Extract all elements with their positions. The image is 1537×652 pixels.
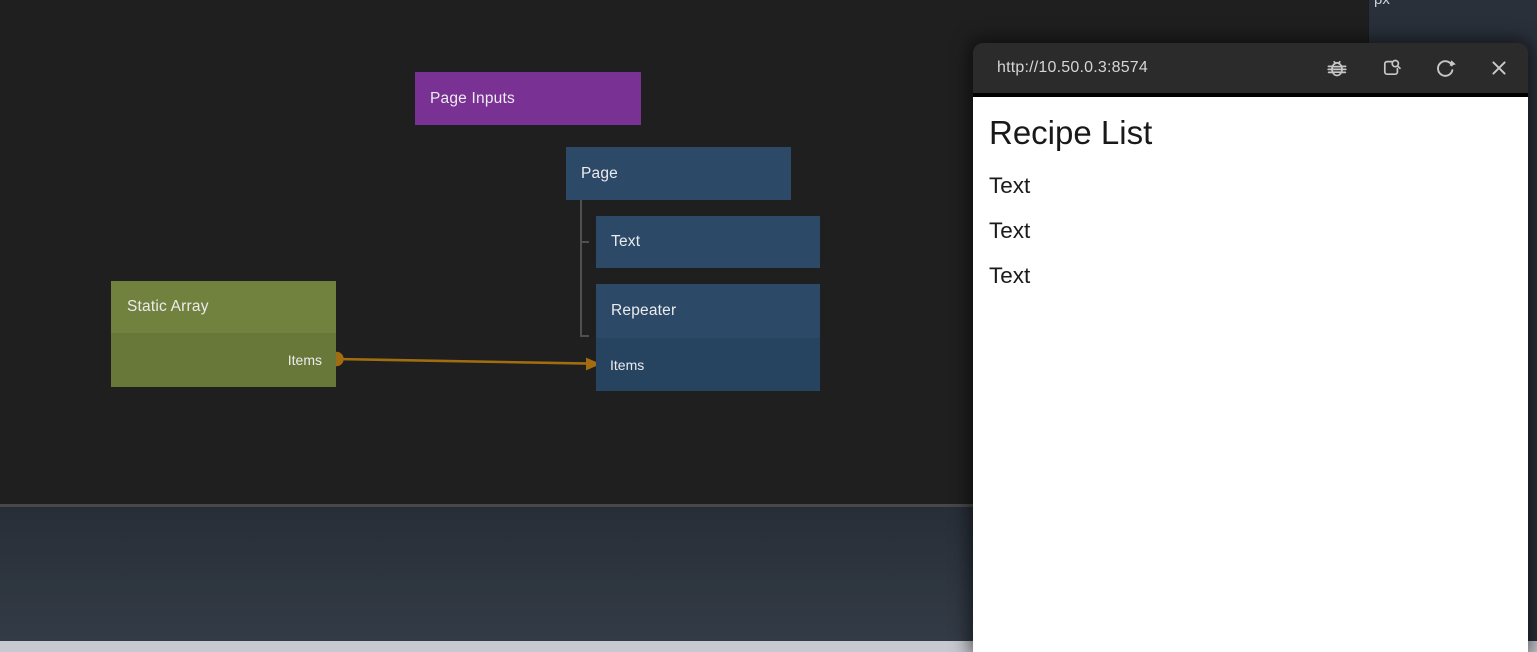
- close-button[interactable]: [1486, 55, 1512, 81]
- hierarchy-connector-line: [580, 200, 582, 337]
- bug-icon: [1327, 60, 1347, 77]
- px-unit-label: px: [1374, 0, 1390, 8]
- close-icon: [1492, 61, 1506, 75]
- preview-text-item: Text: [989, 172, 1031, 198]
- node-static-array[interactable]: Static Array Items: [111, 281, 336, 387]
- hierarchy-connector-tick: [580, 241, 589, 243]
- output-port-items[interactable]: Items: [111, 333, 336, 387]
- bottom-light-strip: [0, 641, 1537, 652]
- refresh-icon: [1437, 60, 1456, 77]
- node-repeater[interactable]: Repeater Items: [596, 284, 820, 391]
- refresh-button[interactable]: [1432, 55, 1458, 81]
- node-title: Repeater: [596, 284, 820, 338]
- node-title: Page: [581, 164, 618, 182]
- node-title: Page Inputs: [430, 89, 515, 107]
- connection-wire[interactable]: [335, 357, 591, 365]
- preview-page-title: Recipe List: [989, 114, 1153, 151]
- preview-toolbar: [1324, 55, 1512, 81]
- preview-text-item: Text: [989, 262, 1031, 288]
- hierarchy-connector-tick: [580, 335, 589, 337]
- open-in-browser-icon: [1383, 59, 1401, 76]
- port-label: Items: [610, 356, 645, 373]
- node-text[interactable]: Text: [596, 216, 820, 268]
- debug-button[interactable]: [1324, 55, 1350, 81]
- preview-text-item: Text: [989, 217, 1031, 243]
- panel-resize-divider[interactable]: [0, 504, 1537, 507]
- preview-titlebar[interactable]: http://10.50.0.3:8574: [973, 43, 1528, 93]
- node-page[interactable]: Page: [566, 147, 791, 200]
- titlebar-separator: [973, 93, 1528, 97]
- open-in-browser-button[interactable]: [1378, 55, 1404, 81]
- preview-url[interactable]: http://10.50.0.3:8574: [997, 59, 1148, 76]
- preview-window: http://10.50.0.3:8574: [973, 43, 1528, 652]
- node-page-inputs[interactable]: Page Inputs: [415, 72, 641, 125]
- port-label: Items: [287, 352, 322, 368]
- node-title: Static Array: [111, 281, 336, 333]
- preview-content: Recipe List Text Text Text: [973, 97, 1528, 652]
- input-port-items[interactable]: Items: [596, 338, 820, 391]
- node-title: Text: [611, 233, 641, 250]
